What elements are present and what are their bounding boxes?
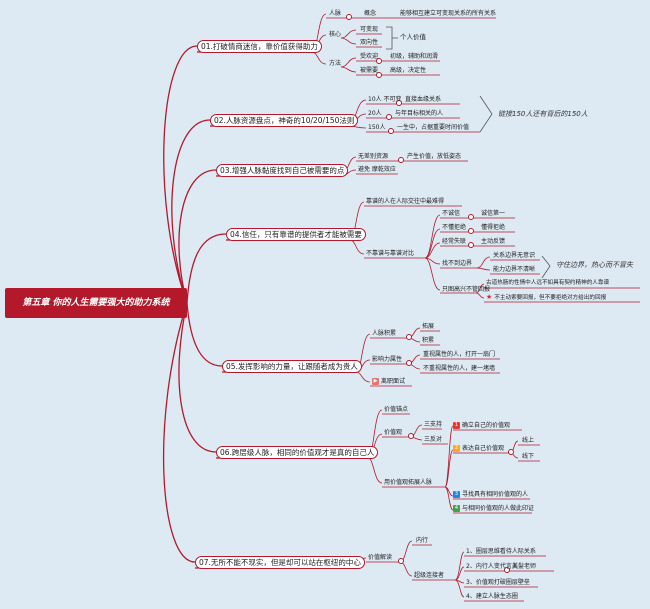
expander-knob[interactable] — [376, 58, 382, 64]
expander-knob[interactable] — [398, 558, 404, 564]
number-2-icon: 2 — [453, 445, 460, 452]
node-c3[interactable]: 3、价值观打破圈层壁垒 — [466, 579, 530, 586]
node-r10[interactable]: 10人 不可变 — [368, 96, 402, 103]
star-icon: ★ — [486, 293, 493, 301]
node-gainian[interactable]: 概念 — [364, 10, 377, 17]
node-renmai[interactable]: 人脉 — [329, 10, 342, 17]
node-online[interactable]: 线上 — [522, 437, 535, 444]
node-r150[interactable]: 150人 — [368, 124, 386, 131]
number-1-icon: 1 — [453, 422, 460, 429]
node-huibao2[interactable]: ★不主动索要回报，但不要拒绝对方给出的回报 — [486, 293, 606, 303]
branch-05[interactable]: 05.发挥影响的力量，让跟随者成为贵人 — [222, 360, 362, 373]
node-r10-desc[interactable]: 直接血缘关系 — [405, 96, 442, 103]
expander-knob[interactable] — [388, 128, 394, 134]
node-bianjie2[interactable]: 能力边界不清晰 — [493, 266, 536, 273]
node-chengxin[interactable]: 诚信第一 — [481, 210, 506, 217]
expander-knob[interactable] — [408, 433, 414, 439]
node-bujujue[interactable]: 不懂拒绝 — [442, 224, 467, 231]
branch-04[interactable]: 04.信任，只有靠谱的提供者才能被需要 — [226, 228, 366, 241]
node-c2[interactable]: 2、内行人变代言人 — [466, 563, 518, 570]
node-step1-text: 确立自己的价值观 — [462, 422, 511, 429]
node-bianjie1[interactable]: 关系边界无意识 — [493, 252, 536, 259]
node-tuozhan-jzg[interactable]: 用价值观拓展人脉 — [384, 479, 433, 486]
node-wuchapei[interactable]: 无差别资源 — [358, 153, 389, 160]
node-shuangxiangxing[interactable]: 双向性 — [360, 39, 379, 46]
branch-01[interactable]: 01.打破情商迷信，靠价值获得助力 — [197, 40, 322, 53]
node-buchengxin[interactable]: 不诚信 — [442, 210, 461, 217]
node-c1[interactable]: 1、圈层思维看待人际关系 — [466, 548, 536, 555]
node-r20-desc[interactable]: 与年目标相关的人 — [395, 110, 444, 117]
node-maodian[interactable]: 价值锚点 — [384, 406, 409, 413]
node-step2-text: 表达自己价值观 — [462, 445, 505, 452]
node-step4-text: 与相同价值观的人做此印证 — [462, 505, 535, 512]
node-chaoji[interactable]: 超级连接者 — [414, 572, 445, 579]
node-geren-jiazhi[interactable]: 个人价值 — [400, 33, 426, 41]
node-sanzhichi[interactable]: 三支持 — [424, 421, 443, 428]
node-hexin[interactable]: 核心 — [329, 31, 342, 38]
node-gainian-desc[interactable]: 能够相互建立可变现关系的所有关系 — [400, 10, 497, 17]
branch-02[interactable]: 02.人脉资源盘点，神奇的10/20/150法则 — [210, 114, 359, 127]
number-3-icon: 3 — [453, 491, 460, 498]
node-sanfandui[interactable]: 三反对 — [424, 436, 443, 443]
node-huibao2-text: 不主动索要回报，但不要拒绝对方给出的回报 — [494, 295, 607, 301]
expander-knob[interactable] — [398, 157, 404, 163]
node-step3-text: 寻找具有相同价值观的人 — [462, 491, 529, 498]
node-shouhuanying-desc[interactable]: 初级，辅助和润滑 — [390, 53, 439, 60]
node-liyi[interactable]: ▶离职面试 — [372, 377, 405, 386]
node-huibao[interactable]: 只图高兴不管回报 — [442, 286, 491, 293]
node-dongjujue[interactable]: 懂得拒绝 — [481, 224, 506, 231]
node-tuozhan[interactable]: 拓展 — [422, 323, 435, 330]
expander-knob[interactable] — [504, 567, 510, 573]
node-wuchapei-desc[interactable]: 产生价值，放低姿态 — [407, 153, 462, 160]
node-shouhuanying[interactable]: 受欢迎 — [360, 53, 379, 60]
node-neixing[interactable]: 内行 — [416, 537, 429, 544]
node-bianjie[interactable]: 找不到边界 — [442, 260, 473, 267]
node-huibao1[interactable]: 古道热肠的性情中人远不如具有契约精神的人靠谱 — [486, 280, 610, 286]
node-jilei[interactable]: 积累 — [422, 337, 435, 344]
node-bimian[interactable]: 避免 摩乾效应 — [358, 166, 396, 173]
expander-knob[interactable] — [406, 360, 412, 366]
node-kaopu[interactable]: 靠谱的人在人际交往中最难得 — [366, 198, 445, 205]
expander-knob[interactable] — [376, 72, 382, 78]
expander-knob[interactable] — [508, 449, 514, 455]
node-duibi[interactable]: 不靠谱与靠谱对比 — [366, 250, 415, 257]
node-offline[interactable]: 线下 — [522, 453, 535, 460]
branch-03[interactable]: 03.增强人脉黏度找到自己被需要的点 — [216, 164, 349, 177]
node-c2b[interactable]: 美髮老师 — [512, 563, 537, 570]
node-jiazhiguan[interactable]: 价值观 — [384, 429, 403, 436]
branch-07[interactable]: 07.无所不能不现实，但是却可以站在枢纽的中心 — [195, 556, 365, 569]
node-c4[interactable]: 4、建立人脉生态圈 — [466, 593, 518, 600]
expander-knob[interactable] — [468, 242, 474, 248]
node-zhudong[interactable]: 主动反馈 — [481, 238, 506, 245]
node-kebianxian[interactable]: 可变现 — [360, 26, 379, 33]
video-icon: ▶ — [372, 378, 379, 385]
node-yingxiang[interactable]: 影响力属性 — [372, 356, 403, 363]
root-topic[interactable]: 第五章 你的人生需要强大的助力系统 — [5, 288, 187, 318]
expander-knob[interactable] — [406, 334, 412, 340]
node-fangfa[interactable]: 方法 — [329, 60, 342, 67]
node-jiedu[interactable]: 价值解读 — [368, 554, 393, 561]
note-150[interactable]: 链接150人还有背后的150人 — [498, 110, 588, 118]
node-zhongshi[interactable]: 重视属性的人，打开一扇门 — [423, 351, 496, 358]
node-beixuyao[interactable]: 被需要 — [360, 67, 379, 74]
note-shouzhu[interactable]: 守住边界，热心而不冒失 — [556, 261, 633, 269]
expander-knob[interactable] — [468, 214, 474, 220]
number-4-icon: 4 — [453, 505, 460, 512]
expander-knob[interactable] — [396, 100, 402, 106]
expander-knob[interactable] — [346, 14, 352, 20]
node-beixuyao-desc[interactable]: 高级，决定性 — [390, 67, 427, 74]
branch-06[interactable]: 06.跨层级人脉，相同的价值观才是真的自己人 — [216, 446, 379, 459]
node-buzhongshi[interactable]: 不重视属性的人，建一堵墙 — [423, 365, 496, 372]
expander-knob[interactable] — [386, 114, 392, 120]
node-r150-desc[interactable]: 一生中，占据重要时间价值 — [397, 124, 470, 131]
node-r20[interactable]: 20人 — [368, 110, 382, 117]
node-liyi-text: 离职面试 — [381, 378, 406, 385]
expander-knob[interactable] — [468, 228, 474, 234]
node-jingchang[interactable]: 经常失联 — [442, 238, 467, 245]
node-leiji[interactable]: 人脉积累 — [372, 330, 397, 337]
